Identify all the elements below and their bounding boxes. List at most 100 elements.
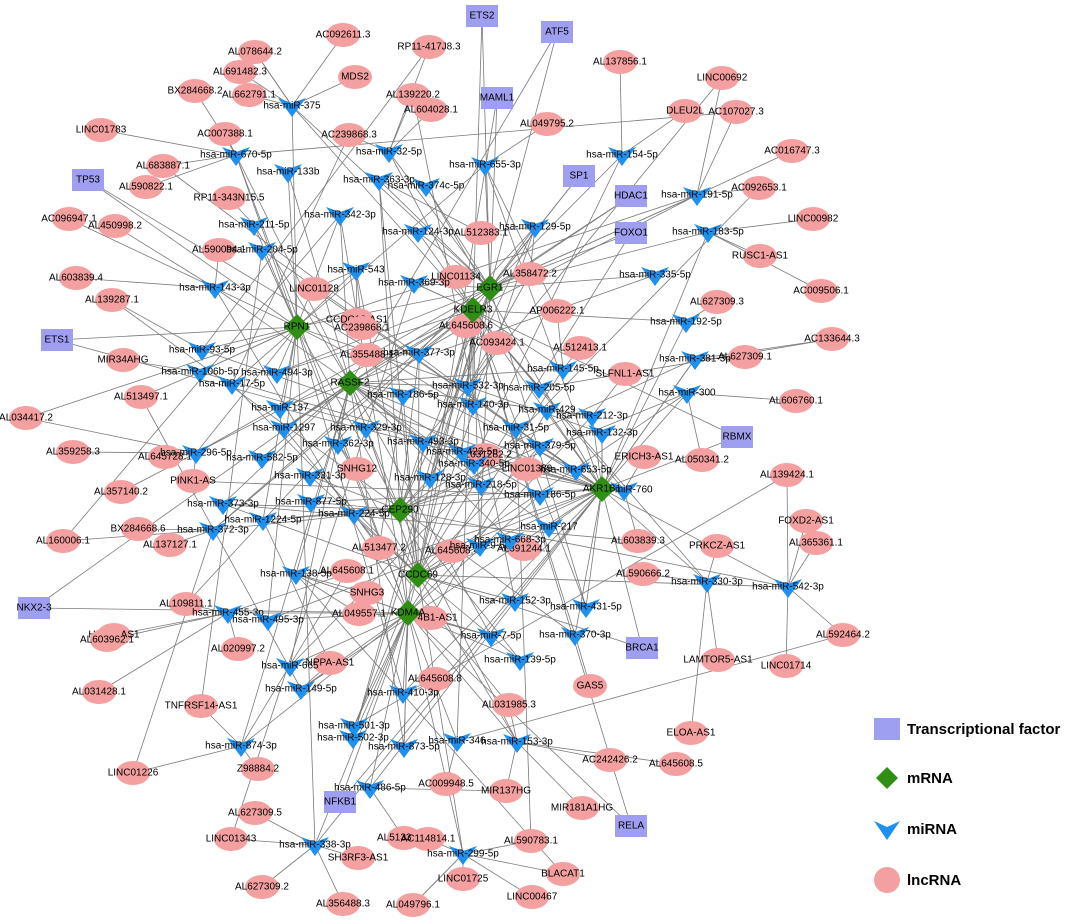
- tf-node: ATF5: [541, 21, 573, 43]
- legend-label-tf: Transcriptional factor: [907, 721, 1061, 738]
- lncrna-node: AL078644.2: [228, 40, 282, 64]
- lncrna-ellipse: [530, 112, 564, 136]
- node-label-hsa-mir-373-3p: hsa-miR-373-3p: [187, 499, 259, 510]
- mirna-node: hsa-miR-124-3p: [382, 224, 454, 243]
- mirna-chevron: [526, 487, 554, 506]
- mirna-chevron: [466, 538, 494, 557]
- lncrna-ellipse: [326, 892, 360, 916]
- lncrna-node: AC133644.3: [804, 327, 860, 351]
- mrna-diamond: [387, 497, 413, 523]
- node-label-linc01783: LINC01783: [76, 125, 127, 136]
- node-label-foxd2-as1: FOXD2-AS1: [778, 516, 834, 527]
- node-label-al049557-1: AL049557.1: [332, 609, 386, 620]
- edge: [214, 287, 351, 384]
- edge: [227, 488, 603, 614]
- node-label-linc00982: LINC00982: [788, 214, 839, 225]
- lncrna-ellipse: [84, 118, 118, 142]
- lncrna-node: AC096947.1: [41, 207, 97, 231]
- mirna-chevron: [525, 380, 553, 399]
- mirna-node: hsa-miR-874-3p: [205, 738, 277, 757]
- edge: [429, 309, 474, 479]
- mirna-chevron: [186, 364, 214, 383]
- lncrna-node: AL513497.1: [114, 385, 168, 409]
- mirna-chevron: [454, 378, 482, 397]
- edge: [296, 287, 491, 328]
- node-label-rassf2: RASSF2: [331, 378, 370, 389]
- node-label-al603839-4: AL603839.4: [49, 273, 103, 284]
- mirna-chevron: [199, 522, 227, 541]
- lncrna-ellipse: [621, 529, 655, 553]
- mirna-chevron: [610, 482, 638, 501]
- node-label-hsa-mir-218-5p: hsa-miR-218-5p: [445, 480, 517, 491]
- mirna-node: hsa-miR-362-3p: [302, 436, 374, 455]
- mirna-node: hsa-miR-204-5p: [226, 242, 298, 261]
- node-label-hsa-mir-224-5p: hsa-miR-224-5p: [318, 509, 390, 520]
- lncrna-node: AL645608.8: [408, 667, 462, 691]
- lncrna-node: AL034417.2: [0, 406, 53, 430]
- mirna-node: hsa-miR-154-5p: [586, 147, 658, 166]
- mirna-chevron: [641, 267, 669, 286]
- legend-item-mirna: miRNA: [874, 821, 957, 840]
- edge: [349, 382, 405, 748]
- node-label-al645728-1: AL645728.1: [138, 452, 192, 463]
- mirna-node: hsa-miR-375: [263, 98, 321, 117]
- edge: [132, 529, 214, 774]
- node-label-akr1b1: AKR1B1: [583, 484, 622, 495]
- node-label-maml1: MAML1: [480, 93, 515, 104]
- node-label-al603839-3: AL603839.3: [611, 536, 665, 547]
- lncrna-node: AC016747.3: [764, 139, 820, 163]
- lncrna-node: AL513327.3: [377, 826, 431, 850]
- mirna-chevron: [266, 400, 294, 419]
- lncrna-ellipse: [116, 761, 150, 785]
- node-label-hsa-mir-375: hsa-miR-375: [263, 101, 321, 112]
- lncrna-ellipse: [626, 562, 660, 586]
- mirna-node: hsa-miR-532-3p: [432, 378, 504, 397]
- mrna-diamond: [477, 275, 503, 301]
- node-label-ac009948-5: AC009948.5: [418, 779, 474, 790]
- mirna-node: hsa-miR-582-5p: [226, 450, 298, 469]
- lncrna-node: NPPA-AS1: [306, 651, 355, 675]
- edge: [686, 392, 797, 402]
- node-label-al078644-2: AL078644.2: [228, 47, 282, 58]
- lncrna-ellipse: [332, 123, 366, 147]
- node-label-ap006222-1: AP006222.1: [529, 306, 584, 317]
- tf-node: FOXO1: [614, 222, 648, 244]
- edge: [295, 382, 351, 575]
- mirna-chevron: [549, 361, 577, 380]
- lncrna-node: AL049796.1: [386, 893, 440, 917]
- lncrna-node: MIR137HG: [481, 779, 531, 803]
- lncrna-node: AL049795.2: [520, 112, 574, 136]
- mirna-node: hsa-miR-152-3p: [479, 593, 551, 612]
- mirna-chevron: [324, 436, 352, 455]
- lncrna-node: LAMTOR5-AS1: [683, 648, 753, 672]
- mrna-diamond: [460, 297, 486, 323]
- edge: [472, 194, 698, 311]
- edge: [417, 574, 521, 661]
- mirna-chevron: [227, 738, 255, 757]
- node-label-al137856-1: AL137856.1: [593, 57, 647, 68]
- lncrna-ellipse: [362, 536, 396, 560]
- mrna-node: RASSF2: [331, 370, 370, 396]
- node-label-hsa-mir-330-3p: hsa-miR-330-3p: [671, 577, 743, 588]
- mirna-chevron: [389, 685, 417, 704]
- edge: [399, 509, 521, 661]
- lncrna-ellipse: [719, 100, 753, 124]
- edge: [696, 77, 723, 196]
- tf-node: NFKB1: [324, 791, 357, 813]
- lncrna-node: AC009506.1: [793, 279, 849, 303]
- mirna-chevron: [214, 605, 242, 624]
- node-label-hsa-mir-342-3p: hsa-miR-342-3p: [304, 210, 376, 221]
- node-label-hsa-mir-369-3p: hsa-miR-369-3p: [378, 278, 450, 289]
- mirna-node: hsa-miR-133b: [257, 164, 320, 183]
- node-label-ap4b1-as1: AP4B1-AS1: [404, 613, 458, 624]
- node-label-ac016747-3: AC016747.3: [764, 146, 820, 157]
- mirna-node: hsa-miR-93-5p: [169, 342, 236, 361]
- lncrna-node: LINC01725: [438, 867, 489, 891]
- mirna-chevron: [270, 420, 298, 439]
- node-label-pink1-as: PINK1-AS: [170, 476, 216, 487]
- lncrna-ellipse: [241, 757, 275, 781]
- mirna-chevron: [352, 420, 380, 439]
- mrna-diamond: [405, 562, 431, 588]
- mirna-chevron: [467, 477, 495, 496]
- node-label-z98884-2: Z98884.2: [237, 764, 280, 775]
